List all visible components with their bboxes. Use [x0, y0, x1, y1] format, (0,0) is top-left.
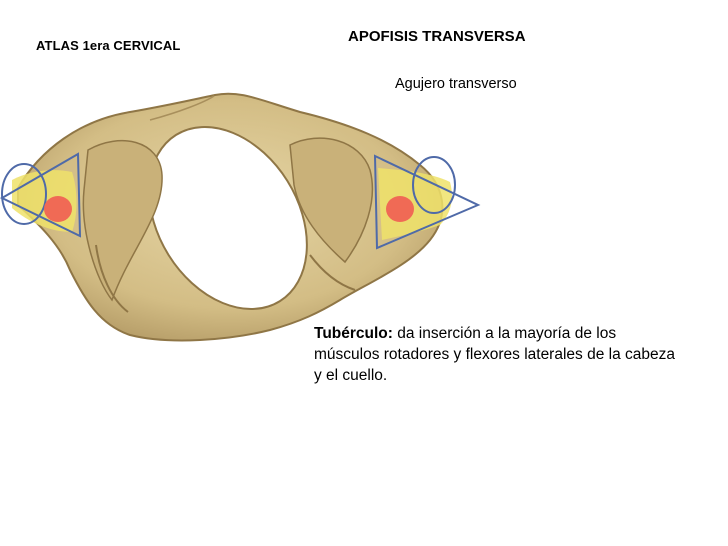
left-transverse-foramen-marker: [44, 196, 72, 222]
right-transverse-process-highlight: [378, 168, 452, 240]
left-process-triangle: [0, 152, 82, 238]
slide-title: ATLAS 1era CERVICAL: [36, 38, 181, 53]
section-heading: APOFISIS TRANSVERSA: [348, 28, 526, 45]
tubercle-term: Tubérculo:: [314, 325, 393, 342]
right-tubercle-circle: [412, 156, 456, 214]
right-process-triangle: [373, 154, 481, 250]
tubercle-text: da inserción a la mayoría de los músculo…: [314, 325, 675, 384]
left-articular-facet: [82, 139, 163, 302]
transverse-foramen-label: Agujero transverso: [395, 76, 517, 92]
tubercle-description: Tubérculo: da inserción a la mayoría de …: [314, 323, 684, 386]
right-articular-facet: [289, 137, 374, 264]
left-tubercle-circle: [1, 163, 47, 225]
vertebral-foramen: [148, 125, 308, 311]
right-transverse-foramen-marker: [386, 196, 414, 222]
